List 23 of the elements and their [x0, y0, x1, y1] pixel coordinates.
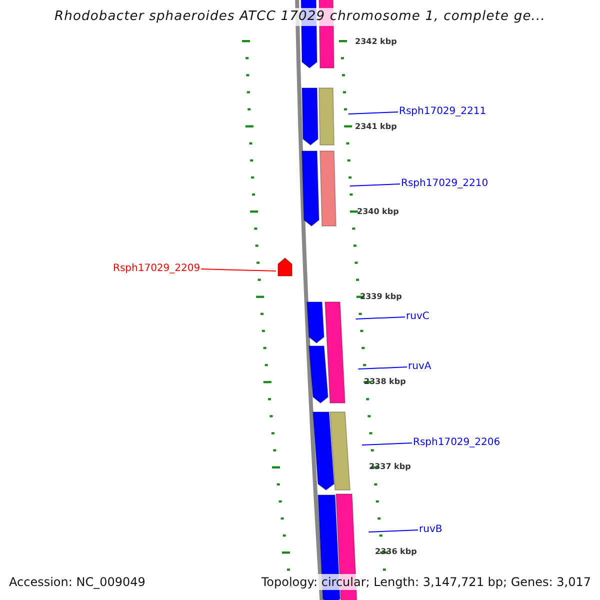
- gene-label: Rsph17029_2206: [413, 437, 500, 449]
- scale-label: 2339 kbp: [360, 292, 402, 302]
- scale-label: 2337 kbp: [369, 462, 411, 472]
- scale-label: 2336 kbp: [375, 547, 417, 557]
- leader-line: [200, 268, 276, 272]
- leader-line: [349, 184, 400, 186]
- gene-label: Rsph17029_2210: [401, 178, 488, 190]
- leader-line: [368, 530, 418, 532]
- gene-label: ruvA: [408, 361, 432, 373]
- gene-label: ruvC: [406, 311, 430, 323]
- leader-line: [348, 112, 398, 114]
- gene-label: ruvB: [419, 524, 442, 536]
- genome-summary-text: Topology: circular; Length: 3,147,721 bp; Genes: 3,017: [261, 574, 591, 590]
- scale-label: 2338 kbp: [364, 377, 406, 387]
- scale-label: 2341 kbp: [355, 122, 397, 132]
- leader-line: [355, 316, 406, 320]
- gene-label: Rsph17029_2209: [113, 263, 200, 275]
- scale-label: 2340 kbp: [357, 207, 399, 217]
- leader-line: [358, 366, 408, 370]
- leader-line: [361, 442, 412, 446]
- scale-label: 2342 kbp: [355, 37, 397, 47]
- accession-text: Accession: NC_009049: [9, 574, 146, 590]
- gene-label: Rsph17029_2211: [399, 106, 486, 118]
